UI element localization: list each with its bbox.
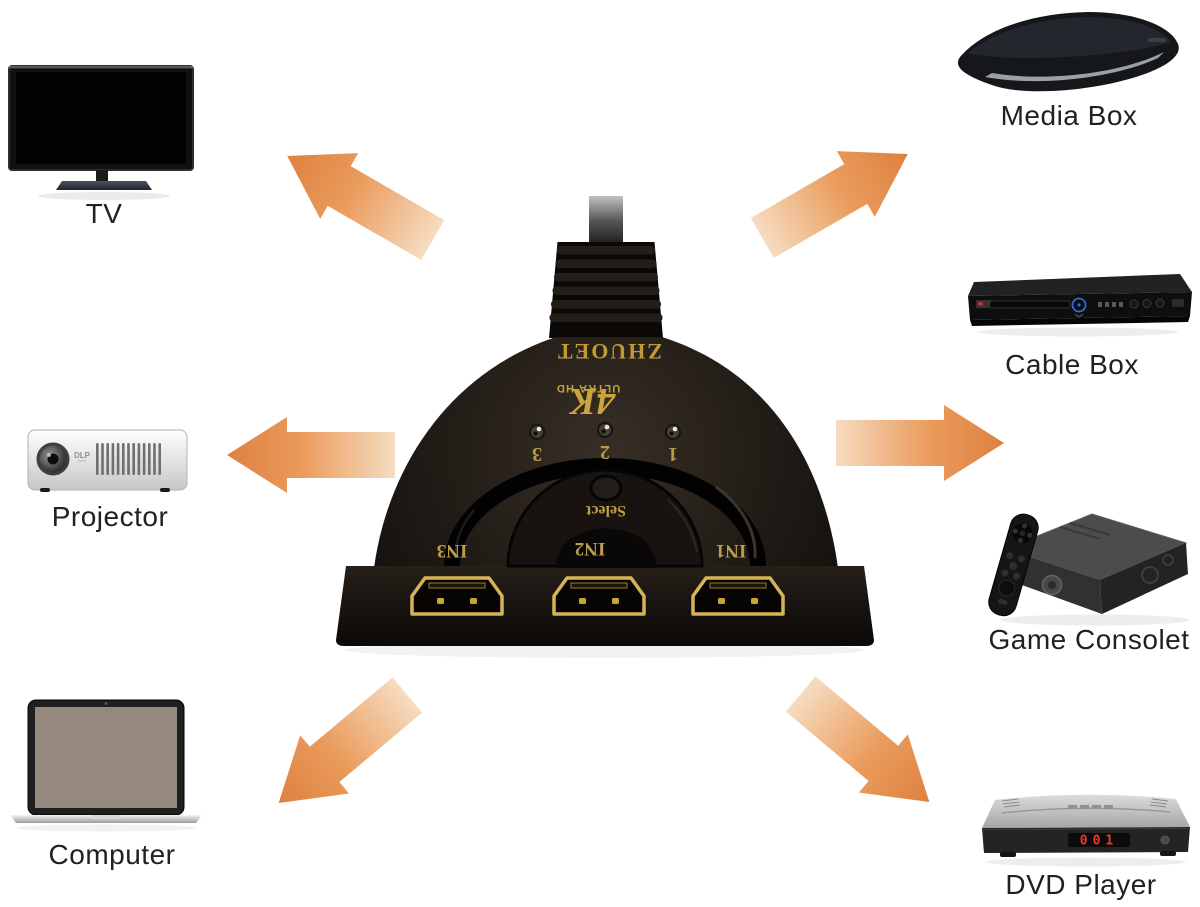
game-console-illustration bbox=[988, 513, 1190, 626]
laptop-camera bbox=[104, 702, 108, 705]
laptop-screen bbox=[35, 707, 177, 808]
dvd-logo-text bbox=[1068, 805, 1113, 809]
base-tunnel bbox=[556, 528, 656, 568]
dvd-display-panel bbox=[1068, 833, 1130, 847]
tv-illustration bbox=[8, 65, 194, 200]
cable-strain-relief bbox=[549, 242, 663, 338]
tv-label: TV bbox=[85, 198, 123, 229]
disc-tray bbox=[989, 300, 1071, 309]
dvd-player-label: DVD Player bbox=[1005, 869, 1157, 900]
hdmi-port-in1 bbox=[691, 576, 785, 616]
cable-box-button bbox=[1155, 298, 1165, 308]
computer-label: Computer bbox=[48, 839, 176, 870]
dvd-player-illustration: 001 bbox=[981, 794, 1191, 867]
game-console-label: Game Consolet bbox=[988, 624, 1190, 655]
badge-text: 4K bbox=[568, 380, 616, 422]
media-box-illustration bbox=[957, 12, 1179, 92]
projector-illustration: DLP bbox=[27, 429, 188, 492]
led-label-2: 2 bbox=[600, 441, 610, 463]
led-label-3: 3 bbox=[532, 443, 542, 465]
led-indicators bbox=[529, 422, 681, 440]
media-box-label: Media Box bbox=[1000, 100, 1138, 131]
projector-label: Projector bbox=[51, 501, 169, 532]
cable-box-display bbox=[1098, 302, 1123, 307]
brand-text: ZHUOET bbox=[556, 339, 662, 364]
console-remote bbox=[988, 513, 1039, 617]
badge-sub-text: ULTRA HD bbox=[556, 382, 621, 394]
tv-stand-base bbox=[56, 181, 152, 190]
cable-box-illustration bbox=[968, 274, 1192, 337]
projector-logo: DLP bbox=[74, 451, 91, 460]
dvd-button bbox=[1160, 835, 1170, 845]
dvd-vents bbox=[1001, 798, 1169, 808]
computer-illustration bbox=[10, 699, 202, 832]
arrow-to-dvd-player bbox=[776, 664, 954, 832]
projector-vents bbox=[96, 443, 161, 475]
led-1 bbox=[665, 424, 681, 440]
port-label-in3: IN3 bbox=[437, 540, 468, 561]
arrow-to-cable-box bbox=[836, 405, 1004, 481]
select-mound bbox=[506, 468, 704, 568]
cable-box-badge bbox=[976, 300, 992, 308]
dvd-display-value: 001 bbox=[1080, 834, 1118, 849]
led-3 bbox=[529, 424, 545, 440]
led-2 bbox=[597, 422, 613, 438]
port-label-in1: IN1 bbox=[716, 540, 747, 561]
hdmi-switch: Select 3 2 1 ZHUOET ULTRA HD 4K IN3 IN2 … bbox=[336, 196, 874, 658]
ring-groove bbox=[444, 458, 766, 567]
cable-box-button bbox=[1129, 299, 1139, 309]
bluray-logo bbox=[1071, 297, 1087, 313]
arrow-to-media-box bbox=[743, 121, 927, 271]
hdmi-port-in3 bbox=[410, 576, 504, 616]
cable-box-label: Cable Box bbox=[1005, 349, 1139, 380]
select-label: Select bbox=[585, 502, 626, 519]
port-label-in2: IN2 bbox=[575, 538, 606, 559]
led-label-1: 1 bbox=[668, 443, 678, 465]
hdmi-port-in2 bbox=[552, 576, 646, 616]
tv-stand-neck bbox=[96, 170, 108, 181]
arrow-to-computer bbox=[254, 665, 432, 833]
arrow-to-tv bbox=[268, 123, 452, 273]
select-button bbox=[589, 474, 623, 502]
cable-box-button bbox=[1142, 299, 1152, 308]
arrow-to-projector bbox=[227, 417, 395, 493]
